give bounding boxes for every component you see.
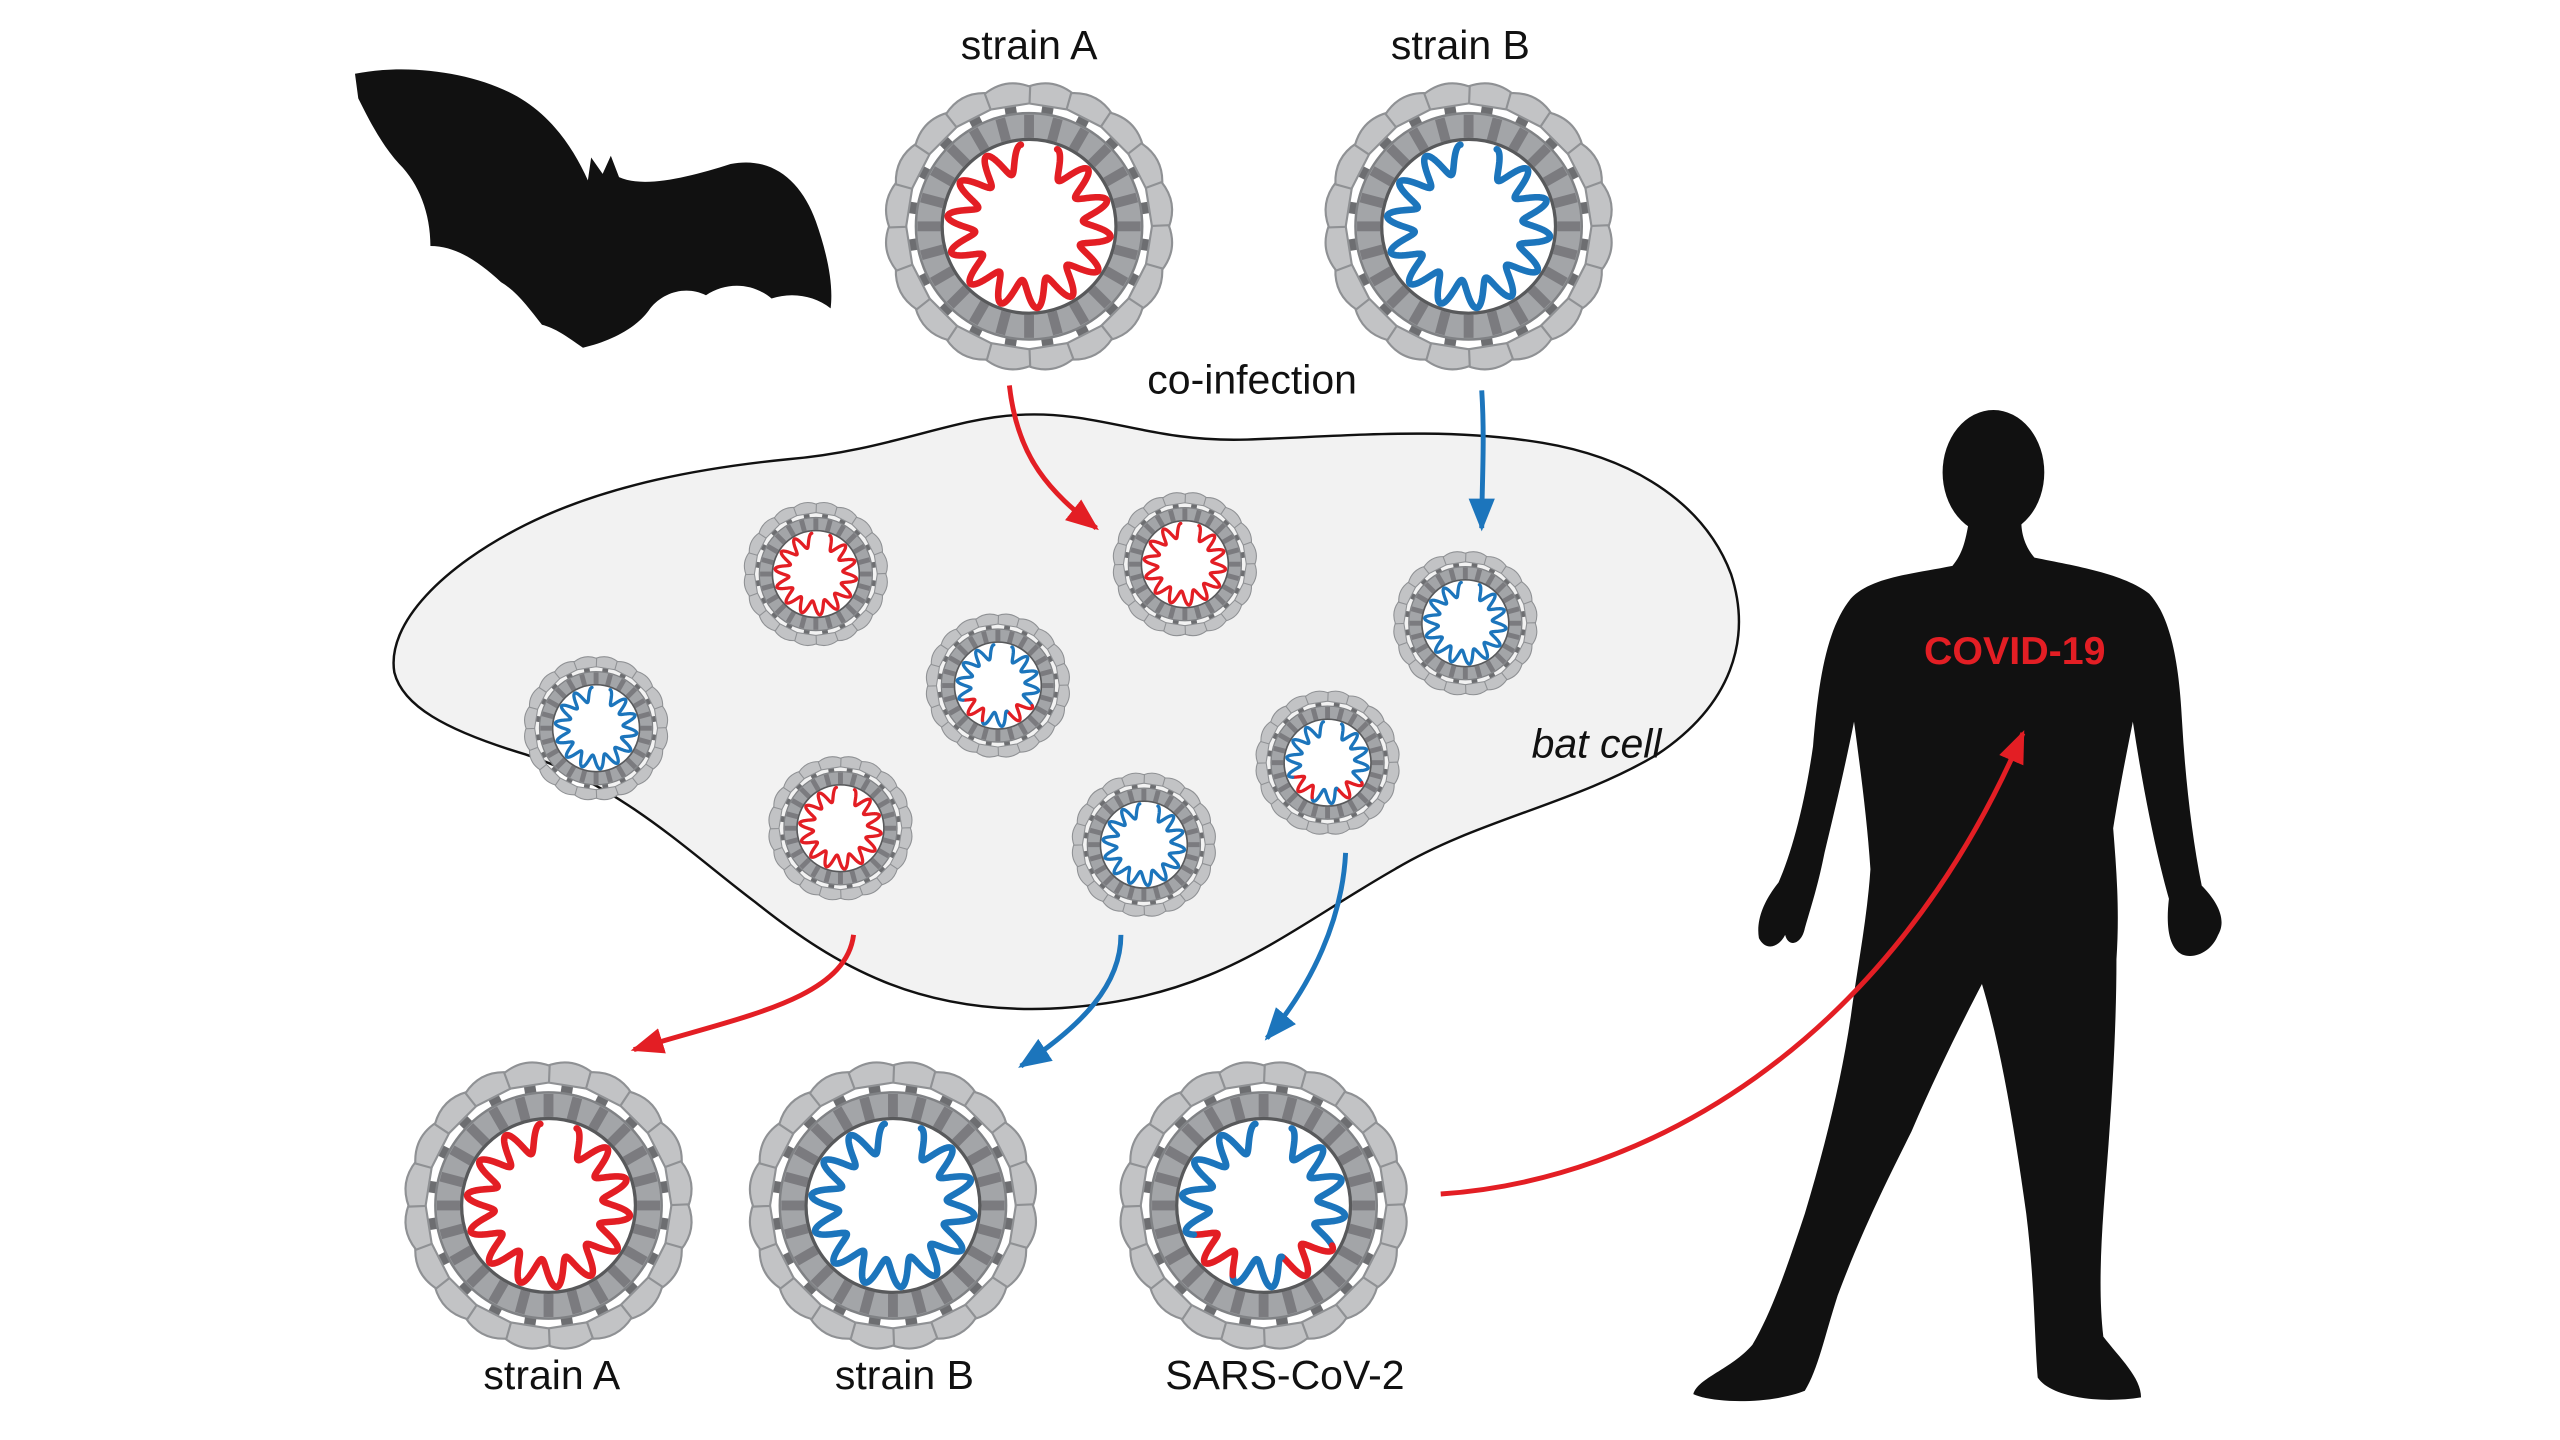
viral-rna [1142, 521, 1228, 607]
viral-envelope [758, 516, 874, 632]
virion-source-strain-b [1324, 82, 1613, 371]
virion-released-strain-b [748, 1061, 1038, 1350]
viral-envelope [1149, 1091, 1378, 1320]
label-bottom-strain-a: strain A [483, 1352, 620, 1398]
viral-rna [1383, 141, 1554, 312]
virion-in-cell-strain-a [743, 501, 888, 647]
viral-envelope [1354, 111, 1584, 341]
viral-envelope [914, 111, 1144, 341]
rna-segment-strain-b [1383, 141, 1554, 312]
viral-rna [1422, 580, 1508, 666]
virion-in-cell-strain-b [1393, 551, 1538, 696]
label-sars-cov-2: SARS-CoV-2 [1165, 1352, 1404, 1398]
viral-rna [808, 1120, 978, 1291]
virion-in-cell-recombinant [925, 613, 1070, 758]
viral-rna [1101, 802, 1187, 888]
rna-segment-strain-a [1142, 521, 1228, 607]
rna-segment-strain-b [1229, 1253, 1286, 1291]
rna-segment-strain-b [1310, 786, 1339, 806]
rna-segment-strain-b [1288, 1125, 1349, 1249]
viral-envelope [778, 1091, 1008, 1320]
bat-icon [354, 69, 832, 348]
virion-in-cell-strain-a [1112, 492, 1257, 637]
rna-segment-strain-b [1422, 580, 1508, 666]
rna-segment-strain-a [463, 1120, 634, 1291]
rna-segment-strain-a [1005, 703, 1035, 723]
label-covid-19: COVID-19 [1924, 629, 2106, 673]
spike-proteins [743, 501, 888, 647]
viral-rna [955, 643, 1041, 728]
label-top-strain-a: strain A [961, 22, 1098, 68]
rna-segment-strain-a [1291, 774, 1315, 800]
virion-in-cell-strain-b [1071, 772, 1216, 917]
viral-rna [773, 531, 859, 617]
arrow-spillover-to-human [1440, 730, 2026, 1197]
virion-released-recombinant [1119, 1061, 1408, 1350]
arrow-recombinant-release [1264, 852, 1349, 1041]
rna-segment-strain-b [808, 1120, 978, 1291]
rna-segment-strain-b [955, 643, 996, 702]
label-bottom-strain-b: strain B [835, 1352, 974, 1398]
rna-segment-strain-a [961, 697, 986, 723]
viral-rna [553, 685, 639, 771]
viral-rna [1285, 720, 1370, 806]
virion-in-cell-recombinant [1255, 690, 1400, 835]
viral-rna [463, 1120, 634, 1291]
rna-segment-strain-b [1010, 645, 1041, 708]
virion-in-cell-strain-b [524, 656, 669, 801]
rna-segment-strain-b [1101, 802, 1187, 888]
viral-envelope [1086, 787, 1202, 902]
label-coinfection: co-infection [1147, 357, 1357, 403]
arrow-strain-a-entry [1006, 385, 1099, 531]
virion-released-strain-a [404, 1061, 693, 1350]
viral-rna [1178, 1120, 1349, 1291]
rna-segment-strain-a [773, 531, 859, 617]
viral-envelope [434, 1091, 663, 1320]
viral-envelope [1270, 705, 1385, 820]
viral-envelope [783, 771, 898, 886]
virion-source-strain-a [884, 82, 1174, 371]
human-head [1942, 410, 2045, 535]
label-top-strain-b: strain B [1391, 22, 1530, 68]
rna-segment-strain-b [553, 685, 639, 771]
viral-envelope [538, 671, 654, 786]
viral-rna [944, 141, 1114, 312]
rna-segment-strain-a [1278, 1240, 1337, 1280]
bat-cell-outline [392, 413, 1741, 1011]
viral-envelope [940, 628, 1056, 743]
viral-rna [798, 785, 883, 871]
spike-proteins [524, 656, 669, 801]
viral-envelope [1127, 506, 1243, 622]
rna-segment-strain-a [1335, 780, 1364, 800]
arrow-strain-b-release [1018, 934, 1124, 1069]
rna-segment-strain-a [1190, 1229, 1239, 1279]
rna-segment-strain-b [1178, 1120, 1259, 1238]
human-body [1693, 521, 2222, 1402]
virion-layer [404, 82, 1613, 1350]
rna-segment-strain-a [798, 785, 883, 871]
human-icon [1693, 410, 2222, 1402]
rna-segment-strain-a [944, 141, 1114, 312]
virion-in-cell-strain-a [768, 756, 913, 901]
viral-envelope [1408, 566, 1523, 681]
label-bat-cell: bat cell [1532, 721, 1664, 767]
arrow-strain-a-release [630, 934, 857, 1054]
rna-segment-strain-b [980, 709, 1009, 728]
arrow-strain-b-entry [1468, 390, 1495, 532]
rna-segment-strain-b [1285, 720, 1326, 779]
rna-segment-strain-b [1339, 722, 1370, 785]
